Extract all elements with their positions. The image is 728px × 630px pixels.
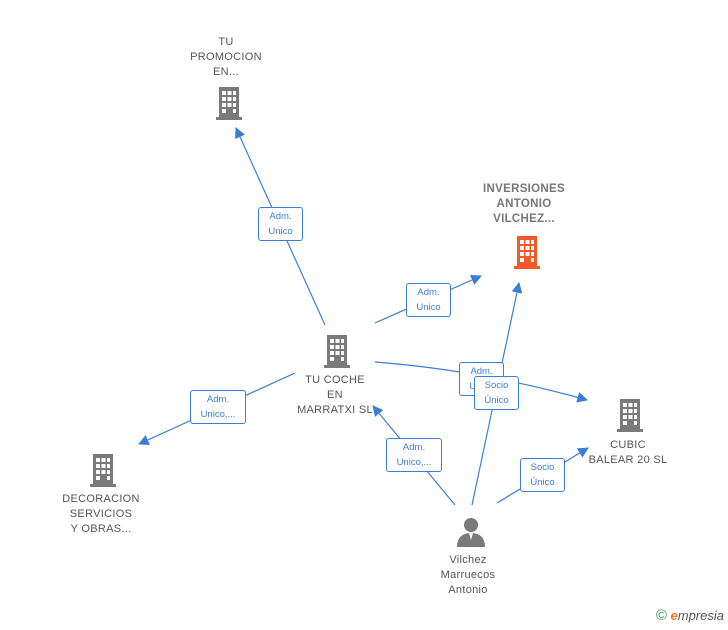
edge-label-adm-decoracion[interactable]: Adm. Unico,...: [190, 390, 246, 424]
building-icon[interactable]: [213, 85, 245, 121]
building-icon-focus[interactable]: [511, 234, 543, 270]
node-label-decoracion[interactable]: DECORACION SERVICIOS Y OBRAS...: [62, 493, 140, 535]
edge-label-adm-person-tucoche[interactable]: Adm. Unico,...: [386, 438, 442, 472]
edge-label-adm-inversiones[interactable]: Adm. Unico: [406, 283, 451, 317]
node-label-vilchez[interactable]: Vilchez Marruecos Antonio: [440, 554, 496, 596]
building-icon[interactable]: [614, 397, 646, 433]
node-label-tu-coche[interactable]: TU COCHE EN MARRATXI SL: [297, 374, 373, 416]
brand-logo-e: e: [670, 608, 678, 623]
building-icon[interactable]: [87, 452, 119, 488]
node-label-tu-promocion[interactable]: TU PROMOCION EN...: [190, 36, 262, 78]
building-icon[interactable]: [321, 333, 353, 369]
person-icon[interactable]: [455, 516, 487, 548]
edge-label-socio-cubic[interactable]: Socio Único: [520, 458, 565, 492]
brand-name: mpresia: [677, 608, 724, 623]
copyright-icon: ©: [655, 607, 667, 624]
node-label-cubic[interactable]: CUBIC BALEAR 20 SL: [588, 439, 668, 466]
node-label-inversiones[interactable]: INVERSIONES ANTONIO VILCHEZ...: [483, 183, 565, 225]
edge-label-socio-inversiones[interactable]: Socio Único: [474, 376, 519, 410]
footer-brand: © empresia: [656, 607, 724, 624]
edge-label-adm-promocion[interactable]: Adm. Unico: [258, 207, 303, 241]
